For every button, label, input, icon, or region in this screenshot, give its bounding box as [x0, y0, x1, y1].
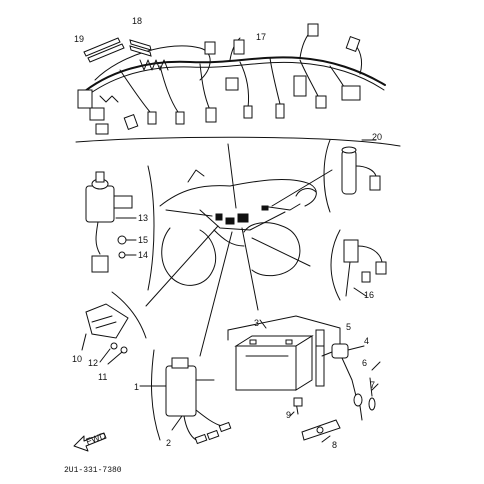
- flasher-group: [323, 139, 381, 213]
- battery-accessories: [289, 329, 381, 443]
- regulator-group: [81, 291, 147, 365]
- callout-5: 5: [346, 322, 351, 332]
- arrow-icon: [73, 432, 107, 452]
- front-label: FWD: [85, 430, 108, 447]
- callout-15: 15: [138, 235, 148, 245]
- leader-lines: [145, 143, 333, 357]
- callout-1: 1: [134, 382, 139, 392]
- callout-12: 12: [88, 358, 98, 368]
- callout-labels: 18 19 17 20 13 15 14 16 3 5 4 6 7 9 8 10…: [72, 16, 382, 450]
- wire-bands: [83, 37, 152, 63]
- location-marker: [225, 217, 235, 225]
- location-marker: [261, 205, 269, 211]
- callout-17: 17: [256, 32, 266, 42]
- location-marker: [237, 213, 249, 223]
- callout-6: 6: [362, 358, 367, 368]
- callout-2: 2: [166, 438, 171, 448]
- callout-11: 11: [98, 372, 107, 382]
- part-code: 2U1-331-7380: [64, 466, 122, 475]
- front-direction-indicator: FWD: [73, 430, 108, 452]
- main-switch-group: [85, 165, 155, 291]
- callout-7: 7: [370, 380, 375, 390]
- callout-19: 19: [74, 34, 84, 44]
- wire-harness: [77, 23, 386, 135]
- switch-16-group: [330, 229, 387, 301]
- cdi-group: [139, 349, 232, 445]
- callout-20: 20: [372, 132, 382, 142]
- callout-8: 8: [332, 440, 337, 450]
- battery-group: [227, 315, 341, 391]
- callout-16: 16: [364, 290, 374, 300]
- callout-14: 14: [138, 250, 148, 260]
- callout-10: 10: [72, 354, 82, 364]
- location-marker: [215, 213, 223, 221]
- callout-18: 18: [132, 16, 142, 26]
- callout-13: 13: [138, 213, 148, 223]
- motorcycle-outline: [159, 169, 317, 286]
- callout-4: 4: [364, 336, 369, 346]
- callout-9: 9: [286, 410, 291, 420]
- callout-3: 3: [254, 318, 259, 328]
- harness-bracket-line: [75, 136, 401, 147]
